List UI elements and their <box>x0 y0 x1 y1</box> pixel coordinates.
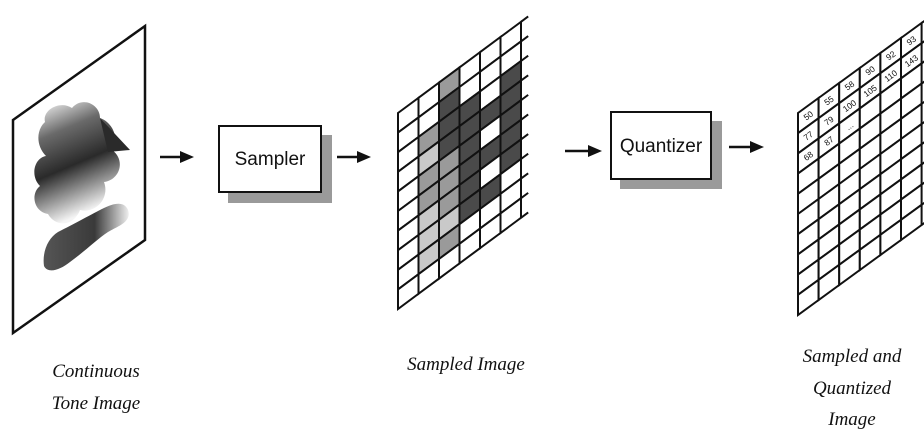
quantized-image-grid-tick <box>921 40 924 45</box>
arrow-to-sampler <box>160 151 194 163</box>
sampled-image-grid <box>397 15 529 311</box>
continuous-image-blob <box>34 102 120 224</box>
sampled-image-grid-tick <box>520 15 529 23</box>
quantized-image-grid-tick <box>921 20 924 24</box>
quantized-image-grid-tick <box>921 201 924 206</box>
sampled-image-grid-tick <box>520 152 529 160</box>
quantizer-label: Quantizer <box>620 136 703 157</box>
quantized-caption-line-3: Image <box>827 409 875 430</box>
sampler-label: Sampler <box>235 149 306 170</box>
quantized-image-grid-tick <box>921 222 924 226</box>
sampled-image-grid-tick <box>520 35 529 43</box>
sampled-image-grid-tick <box>520 74 529 82</box>
quantized-image-grid-tick <box>921 100 924 105</box>
arrow-to-quantized-image <box>729 141 764 153</box>
arrow-to-sampled-image <box>337 151 371 163</box>
continuous-image-blob-point <box>100 118 130 152</box>
sampled-image-grid-tick <box>520 133 529 141</box>
quantized-caption-line-1: Sampled and <box>803 346 902 367</box>
quantizer-box: Quantizer <box>610 111 722 189</box>
sampled-image-grid-tick <box>520 192 529 200</box>
sampled-image-grid-tick <box>520 54 529 62</box>
sampled-image-grid-tick <box>520 113 529 121</box>
quantized-image-grid-tick <box>921 141 924 146</box>
quantized-caption-line-2: Quantized <box>813 378 892 399</box>
quantized-image-grid-tick <box>921 161 924 166</box>
sampler-box: Sampler <box>218 125 332 203</box>
quantized-image-grid-tick <box>921 60 924 65</box>
quantized-image-grid-tick <box>921 121 924 125</box>
quantized-pixel-value: ... <box>844 120 856 132</box>
continuous-caption-line-2: Tone Image <box>52 393 141 414</box>
sampled-image-grid-tick <box>520 172 529 180</box>
quantized-image-grid: 50555890929377791001051101436887... <box>797 20 924 317</box>
continuous-caption-line-1: Continuous <box>52 361 140 382</box>
sampled-image-grid-tick <box>520 94 529 102</box>
sampled-caption: Sampled Image <box>407 354 525 375</box>
quantized-image-grid-tick <box>921 181 924 186</box>
quantized-image-grid-tick <box>921 80 924 85</box>
continuous-tone-image <box>11 23 147 336</box>
sampled-image-grid-tick <box>520 211 529 219</box>
arrow-to-quantizer <box>565 145 602 157</box>
continuous-image-blob-tail <box>43 203 129 271</box>
